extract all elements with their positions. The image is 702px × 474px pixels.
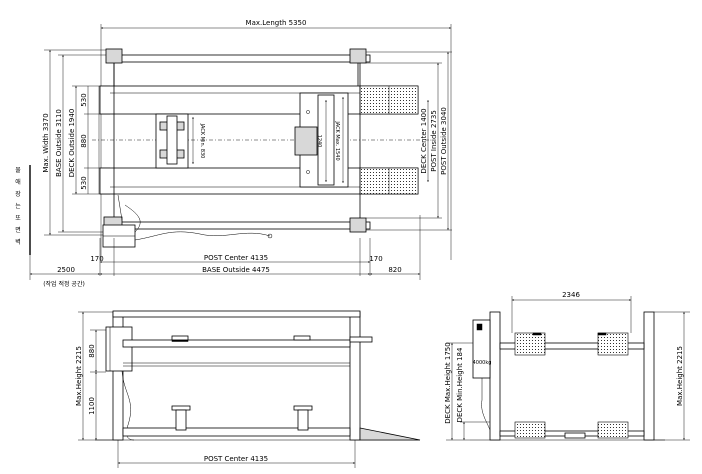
side-dim-1100-label: 1100 (88, 397, 96, 415)
max-width-label: Max. Width 3370 (42, 113, 50, 172)
svg-text:장: 장 (15, 190, 21, 198)
end-upper-deck-right (597, 332, 629, 356)
deck-outside-label: DECK Outside 1940 (68, 109, 76, 178)
jack-min-label: JACK Min. 830 (199, 123, 205, 159)
work-space-note: (작업 적정 공간) (43, 280, 85, 288)
deck-center-label: DECK Center 1400 (420, 108, 428, 173)
base-outside-vertical-label: BASE Outside 3110 (55, 109, 63, 177)
svg-text:물: 물 (15, 167, 21, 174)
side-lower-deck (122, 427, 351, 437)
dim-530-bottom-label: 530 (80, 176, 88, 189)
end-view: 4000kg 2346 DECK Max.Height 1750 DECK Mi… (444, 291, 690, 441)
base-outside-horizontal-label: BASE Outside 4475 (202, 266, 270, 274)
svg-text:벽: 벽 (15, 238, 21, 246)
dim-820-label: 820 (388, 266, 401, 274)
jack-max-label: JACK Max. 1540 (334, 120, 340, 160)
svg-text:애: 애 (15, 178, 21, 186)
end-post-left (489, 311, 501, 441)
max-length-label: Max.Length 5350 (246, 19, 307, 27)
end-control-box (472, 319, 491, 379)
post-top-right (349, 48, 367, 64)
post-center-top-label: POST Center 4135 (204, 254, 268, 262)
post-outside-label: POST Outside 3040 (440, 107, 448, 175)
side-ramp (359, 427, 421, 441)
side-upper-deck (122, 339, 351, 348)
side-control-box (105, 326, 133, 372)
post-top-left (105, 48, 123, 64)
dim-530-top-label: 530 (80, 93, 88, 106)
dim-170-right-label: 170 (369, 255, 382, 263)
side-max-height-label: Max.Height 2215 (75, 346, 83, 406)
dim-1240-label: 1240 (316, 135, 322, 148)
dim-880-label: 880 (80, 134, 88, 147)
wall-obstacle-note: 물 애 장 는 또 면 벽 (15, 167, 21, 246)
deck-max-height-label: DECK Max.Height 1750 (444, 342, 452, 423)
end-post-right (643, 311, 655, 441)
deck-min-height-label: DECK Min.Height 184 (456, 347, 464, 422)
dim-170-left-label: 170 (90, 255, 103, 263)
end-dim-2346-label: 2346 (562, 291, 580, 299)
end-lower-deck-left (514, 421, 546, 439)
side-dim-880-label: 880 (88, 344, 96, 357)
end-lower-deck-right (597, 421, 629, 439)
dim-2500-label: 2500 (57, 266, 75, 274)
svg-text:면: 면 (15, 226, 21, 234)
end-max-height-label: Max.Height 2215 (676, 346, 684, 406)
post-bottom-right (349, 217, 367, 233)
svg-text:또: 또 (15, 215, 21, 222)
svg-text:는: 는 (15, 203, 21, 210)
end-control-label: 4000kg (473, 360, 492, 366)
side-post-center-label: POST Center 4135 (204, 455, 268, 463)
end-upper-deck-left (514, 332, 546, 356)
top-view: Max.Length 5350 Max. Width 3370 BASE Out… (15, 19, 452, 288)
side-view: Max.Height 2215 880 1100 POST Center 413… (75, 310, 421, 468)
post-inside-label: POST Inside 2735 (430, 110, 438, 172)
side-post-right (349, 311, 361, 441)
